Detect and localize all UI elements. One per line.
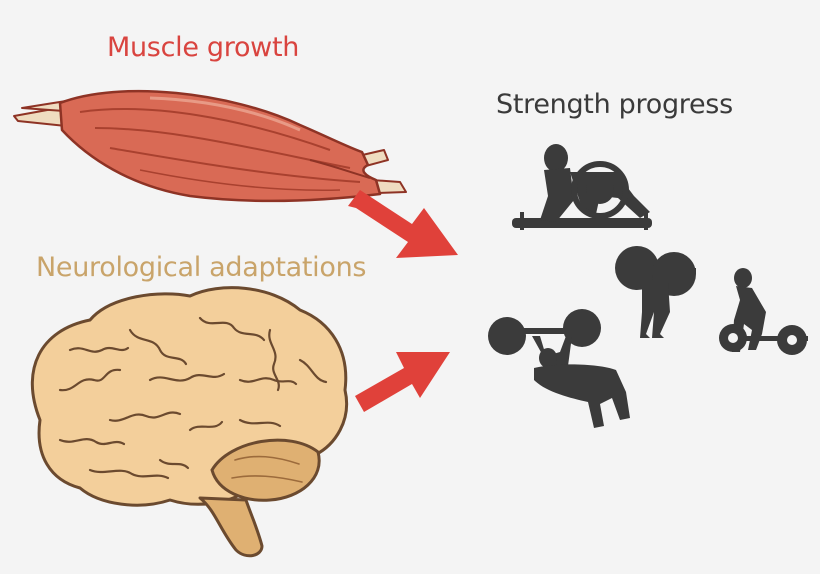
muscle-icon	[13, 89, 407, 203]
brain-icon	[30, 286, 348, 558]
bench-press-athlete-icon	[488, 309, 630, 428]
neurological-adaptations-label: Neurological adaptations	[36, 252, 367, 283]
arrow-brain-to-strength	[355, 352, 450, 412]
muscle-growth-label: Muscle growth	[107, 32, 300, 63]
squat-athlete-icon	[615, 246, 696, 338]
brain-cerebellum	[210, 438, 321, 502]
deadlift-athlete-icon	[719, 268, 808, 355]
strength-progress-label: Strength progress	[496, 89, 733, 120]
brain-stem	[198, 496, 264, 558]
arrow-icon	[348, 190, 458, 412]
sit-up-athlete-icon	[512, 144, 652, 230]
arrow-muscle-to-strength	[348, 190, 458, 258]
muscle-belly	[58, 89, 382, 203]
